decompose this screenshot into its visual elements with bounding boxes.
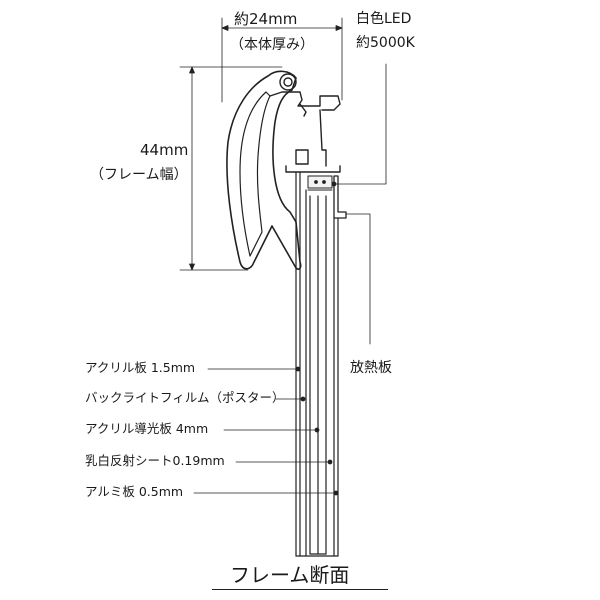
layer-label-aluminum: アルミ板 0.5mm — [85, 484, 184, 499]
led-leader — [331, 63, 387, 187]
frame-profile — [226, 70, 302, 270]
thickness-dimension — [221, 17, 343, 103]
thickness-label: 約24mm — [234, 10, 298, 28]
led-color-label: 白色LED — [356, 11, 412, 27]
width-note: （フレーム幅） — [90, 167, 188, 183]
led-rail — [269, 73, 341, 173]
frame-profile-inner — [239, 91, 271, 257]
led-element — [307, 175, 333, 191]
layer-label-light-guide: アクリル導光板 4mm — [85, 421, 209, 436]
led-temp-label: 約5000K — [356, 35, 415, 51]
layer-leaders — [193, 366, 339, 496]
thickness-note: （本体厚み） — [230, 37, 314, 53]
heat-sink-plate — [333, 175, 347, 219]
layer-label-backlight-film: バックライトフィルム（ポスター） — [85, 390, 285, 405]
layer-stack — [295, 171, 339, 557]
layer-label-reflector: 乳白反射シート0.19mm — [85, 453, 225, 468]
width-label: 44mm — [140, 141, 189, 159]
layer-label-acrylic: アクリル板 1.5mm — [85, 360, 196, 375]
heat-sink-label: 放熱板 — [350, 360, 392, 376]
heat-sink-leader — [345, 213, 371, 345]
caption-underline — [212, 589, 388, 590]
width-dimension — [179, 66, 283, 271]
diagram-caption: フレーム断面 — [230, 563, 350, 587]
